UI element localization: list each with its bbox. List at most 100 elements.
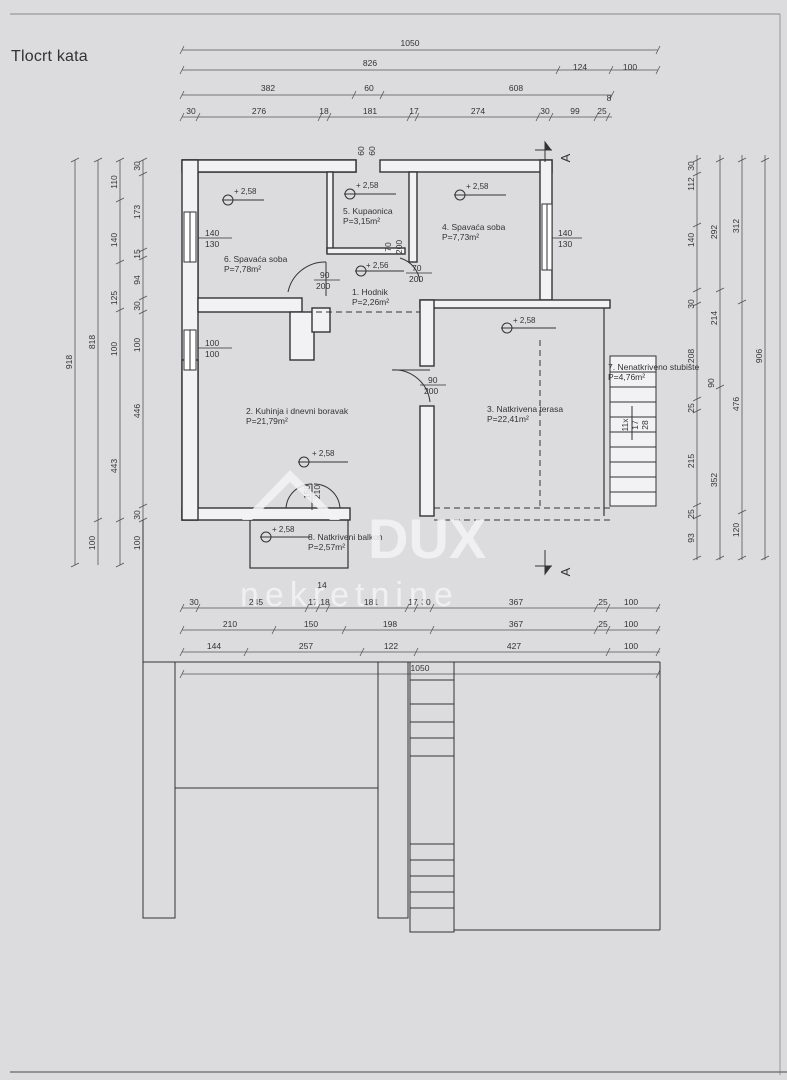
- dim-right4-5: 208: [686, 349, 696, 363]
- dim-bot2-5: 25: [598, 619, 608, 629]
- dim-bot3-2: 257: [299, 641, 313, 651]
- stair-tread: 28: [640, 420, 650, 430]
- dim-right4-2: 112: [686, 177, 696, 191]
- right-dimension-labels: 906 312 476 120 292 214 352 30 112 140 3…: [686, 161, 764, 543]
- dim-right2-3: 120: [731, 523, 741, 537]
- doors: [285, 257, 431, 510]
- stair-rise: 17: [630, 420, 640, 430]
- dim-top-total: 1050: [401, 38, 420, 48]
- room-3-area: P=22,41m²: [487, 414, 529, 424]
- dim-right4-4: 30: [686, 299, 696, 309]
- stairs-outdoor: [609, 355, 657, 507]
- room-2-area: P=21,79m²: [246, 416, 288, 426]
- dim-left4-3: 15: [132, 249, 142, 259]
- lower-structure: [142, 520, 661, 933]
- level-r4: + 2,58: [466, 182, 489, 191]
- dim-left-total: 918: [64, 355, 74, 369]
- room-7-name: 7. Nenatkriveno stubište: [608, 362, 699, 372]
- room-1-area: P=2,26m²: [352, 297, 389, 307]
- dim-left3-6: 100: [87, 536, 97, 550]
- section-marker-bottom: A: [558, 567, 573, 576]
- dim-right4-10: 93: [686, 533, 696, 543]
- dim-bot3-5: 100: [624, 641, 638, 651]
- dim-top3-1: 382: [261, 83, 275, 93]
- dim-left4-9: 100: [132, 536, 142, 550]
- dim-left4-4: 94: [132, 275, 142, 285]
- dim-bot1-1: 30: [189, 597, 199, 607]
- dim-left3-5: 443: [109, 459, 119, 473]
- dim-left4-1: 30: [132, 161, 142, 171]
- db-height: 210: [312, 485, 322, 499]
- dim-bot3-4: 427: [507, 641, 521, 651]
- stair-count: 11x: [620, 418, 630, 432]
- dim-bot2-2: 150: [304, 619, 318, 629]
- dim-top2-3: 100: [623, 62, 637, 72]
- w4-height: 130: [558, 239, 572, 249]
- dim-top2-1: 826: [363, 58, 377, 68]
- dim-bot2-1: 210: [223, 619, 237, 629]
- room-5-area: P=3,15m²: [343, 216, 380, 226]
- dim-top-small-1: 60: [356, 146, 366, 156]
- dim-top4-4: 181: [363, 106, 377, 116]
- room-2-name: 2. Kuhinja i dnevni boravak: [246, 406, 349, 416]
- dim-bot1-5: 181: [364, 597, 378, 607]
- dim-left3-4: 100: [109, 342, 119, 356]
- dim-right4-1: 30: [686, 161, 696, 171]
- plan-title: Tlocrt kata: [11, 48, 88, 65]
- room-1-name: 1. Hodnik: [352, 287, 389, 297]
- dim-bot3-1: 144: [207, 641, 221, 651]
- room-4-area: P=7,73m²: [442, 232, 479, 242]
- dim-top4-6: 274: [471, 106, 485, 116]
- room-8-name: 8. Natkriveni balkon: [308, 532, 383, 542]
- d5-height: 200: [394, 240, 404, 254]
- dim-right-total: 906: [754, 349, 764, 363]
- room-5-name: 5. Kupaonica: [343, 206, 393, 216]
- dim-right3-2: 214: [709, 311, 719, 325]
- room-3-name: 3. Natkrivena terasa: [487, 404, 563, 414]
- d6-width: 90: [320, 270, 330, 280]
- section-marker-top: A: [558, 153, 573, 162]
- room-8-area: P=2,57m²: [308, 542, 345, 552]
- w4-width: 140: [558, 228, 572, 238]
- dim-left3-3: 125: [109, 291, 119, 305]
- dim-top4-8: 99: [570, 106, 580, 116]
- dim-bot1-7: 30: [421, 597, 431, 607]
- dim-left2: 818: [87, 335, 97, 349]
- dim-right4-6: 90: [706, 378, 716, 388]
- windows: [183, 203, 553, 371]
- room-7-area: P=4,76m²: [608, 372, 645, 382]
- dim-left4-6: 100: [132, 338, 142, 352]
- bottom-dimensions: [179, 603, 661, 679]
- dim-right4-9: 25: [686, 509, 696, 519]
- left-dimension-labels: 918 818 110 140 125 100 443 100 30 173 1…: [64, 161, 142, 550]
- dim-top4-1: 30: [186, 106, 196, 116]
- dim-bot1-3: 17: [308, 597, 318, 607]
- dim-bot1-10: 100: [624, 597, 638, 607]
- d2-height: 200: [424, 386, 438, 396]
- level-r2: + 2,58: [312, 449, 335, 458]
- dim-top-small-3: 8: [607, 93, 612, 103]
- d4-height: 200: [409, 274, 423, 284]
- d6-height: 200: [316, 281, 330, 291]
- level-r3: + 2,58: [513, 316, 536, 325]
- room-4-name: 4. Spavaća soba: [442, 222, 506, 232]
- dim-bot1-6: 17: [408, 597, 418, 607]
- dim-right4-3: 140: [686, 233, 696, 247]
- d4-width: 70: [412, 263, 422, 273]
- dim-bot1-8: 367: [509, 597, 523, 607]
- dim-bot1-2: 245: [249, 597, 263, 607]
- dim-left4-2: 173: [132, 205, 142, 219]
- level-markers: [222, 188, 556, 543]
- dim-left4-5: 30: [132, 301, 142, 311]
- w6-height: 130: [205, 239, 219, 249]
- dim-right3-1: 292: [709, 225, 719, 239]
- level-r5: + 2,58: [356, 181, 379, 190]
- level-r8: + 2,58: [272, 525, 295, 534]
- d5-width: 70: [383, 242, 393, 252]
- level-r1: + 2,56: [366, 261, 389, 270]
- dim-top4-7: 30: [540, 106, 550, 116]
- dim-left3-1: 110: [109, 175, 119, 189]
- dim-bot1-4: 18: [320, 597, 330, 607]
- bottom-dimension-labels: 30 245 17 18 181 17 30 367 25 100 210 15…: [189, 580, 638, 673]
